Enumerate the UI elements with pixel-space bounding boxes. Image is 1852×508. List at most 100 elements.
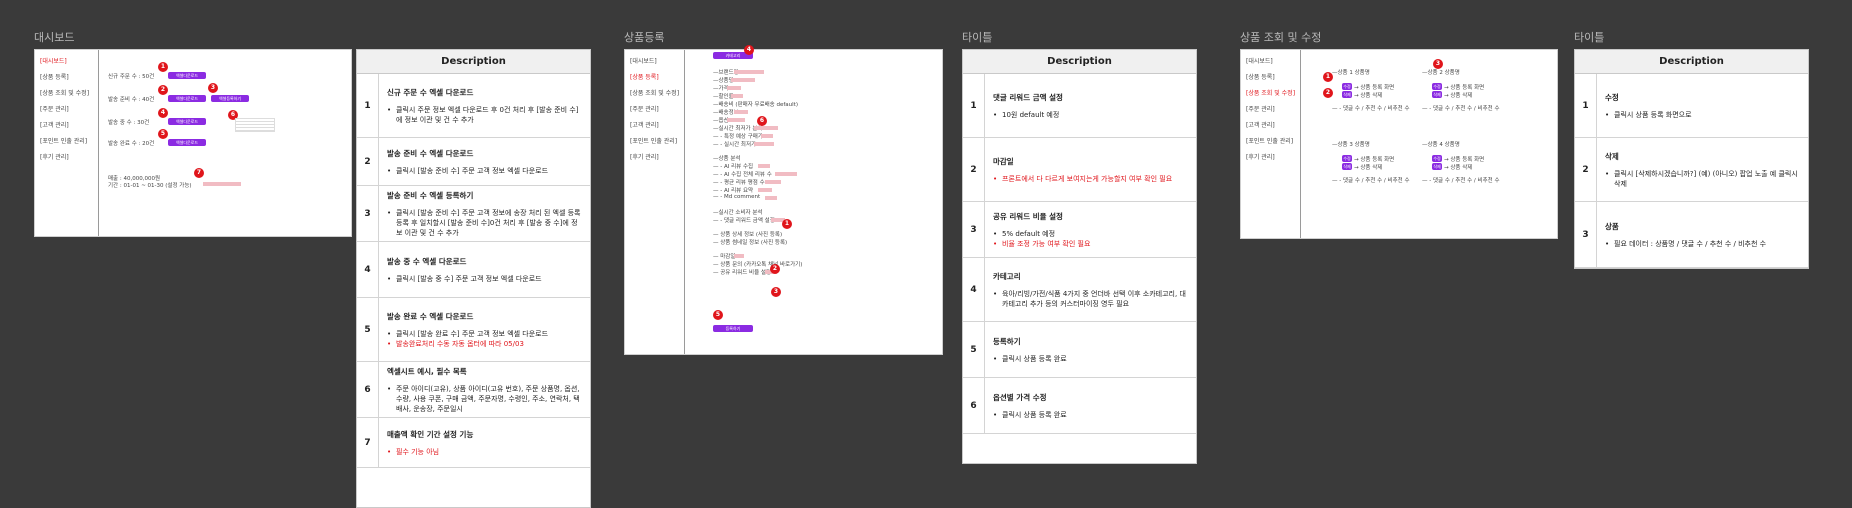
row-bullet: 프론트에서 다 다르게 보여지는게 가능할지 여부 확인 필요	[993, 174, 1188, 184]
excel-sheet-preview	[235, 118, 275, 132]
sidebar-item[interactable]: [대시보드]	[1246, 58, 1273, 65]
product-stats: — - 댓글 수 / 추천 수 / 비추천 수	[1422, 106, 1500, 112]
marker-2: 2	[158, 85, 168, 95]
delete-button[interactable]: 삭제	[1432, 163, 1442, 170]
register-field-input[interactable]	[730, 94, 743, 98]
sidebar-item[interactable]: [고객 관리]	[1246, 122, 1275, 129]
register-field-input[interactable]	[774, 172, 797, 176]
register-field-input[interactable]	[727, 86, 742, 90]
edit-button[interactable]: 수정	[1342, 155, 1352, 162]
sidebar-item[interactable]: [포인트 인출 관리]	[40, 138, 88, 145]
description-header: Description	[357, 50, 590, 74]
marker-1: 1	[158, 62, 168, 72]
edit-button[interactable]: 수정	[1432, 83, 1442, 90]
row-title: 댓글 리워드 금액 설정	[993, 92, 1063, 102]
inq-marker-3: 3	[1433, 59, 1443, 69]
delete-button[interactable]: 삭제	[1432, 91, 1442, 98]
register-field-input[interactable]	[754, 142, 775, 146]
sidebar-item[interactable]: [주문 관리]	[1246, 106, 1275, 113]
product-name[interactable]: —상품 4 상품명	[1422, 142, 1460, 148]
sidebar-item[interactable]: [후기 관리]	[1246, 154, 1275, 161]
delete-link-label: → 상품 삭제	[1354, 93, 1383, 99]
reg-marker-6: 6	[757, 116, 767, 126]
register-field-input[interactable]	[734, 70, 764, 74]
register-field-input[interactable]	[764, 180, 781, 184]
row-title: 발송 준비 수 엑셀 등록하기	[387, 190, 474, 200]
sidebar-item[interactable]: [상품 등록]	[40, 74, 69, 81]
sales-total: 매출 : 40,000,000원	[108, 176, 161, 182]
excel-download-button-2[interactable]: 엑셀다운로드	[168, 95, 206, 102]
row-title: 마감일	[993, 156, 1014, 166]
register-field-input[interactable]	[764, 196, 777, 200]
register-field-input[interactable]	[734, 254, 744, 258]
register-field-input[interactable]	[734, 110, 748, 114]
product-stats: — - 댓글 수 / 추천 수 / 비추천 수	[1422, 178, 1500, 184]
register-field-label: —배송비 (판매자 무료배송 default)	[713, 102, 798, 108]
sidebar-item[interactable]: [고객 관리]	[630, 122, 659, 129]
sidebar-item[interactable]: [주문 관리]	[630, 106, 659, 113]
excel-download-button-5[interactable]: 엑셀다운로드	[168, 139, 206, 146]
sidebar-item[interactable]: [상품 조회 및 수정]	[630, 90, 680, 97]
edit-button[interactable]: 수정	[1432, 155, 1442, 162]
dashboard-screen: [대시보드] [상품 등록] [상품 조회 및 수정] [주문 관리] [고객 관리] […	[34, 49, 352, 237]
row-bullet: 클릭시 [발송 준비 수] 주문 고객 정보 엑셀 다운로드	[387, 166, 582, 176]
row-title: 공유 리워드 비율 설정	[993, 211, 1063, 221]
sidebar-item[interactable]: [상품 조회 및 수정]	[1246, 90, 1296, 97]
register-field-input[interactable]	[771, 218, 786, 222]
row-title: 상품	[1605, 221, 1619, 231]
register-submit-button[interactable]: 등록하기	[713, 325, 753, 332]
register-field-input[interactable]	[761, 134, 774, 138]
register-field-input[interactable]	[730, 78, 755, 82]
register-field-label: —상품명	[713, 78, 734, 84]
reg-marker-3: 3	[771, 287, 781, 297]
row-number: 2	[1575, 138, 1597, 201]
marker-5: 5	[158, 129, 168, 139]
register-field-label: —가격	[713, 86, 729, 92]
delete-link-label: → 상품 삭제	[1444, 165, 1473, 171]
excel-download-button-1[interactable]: 엑셀다운로드	[168, 72, 206, 79]
edit-button[interactable]: 수정	[1342, 83, 1352, 90]
product-name[interactable]: —상품 1 상품명	[1332, 70, 1370, 76]
register-field-label: —상품 분석	[713, 156, 741, 162]
sidebar-item[interactable]: [후기 관리]	[40, 154, 69, 161]
register-desc-frame-title: 타이틀	[962, 31, 993, 44]
register-field-label: —실시간 최저가 분석	[713, 126, 763, 132]
excel-download-button-4[interactable]: 엑셀다운로드	[168, 118, 206, 125]
reg-marker-1: 1	[782, 219, 792, 229]
sidebar-item[interactable]: [포인트 인출 관리]	[630, 138, 678, 145]
row-number: 6	[963, 378, 985, 433]
row-number: 2	[963, 138, 985, 201]
description-header: Description	[963, 50, 1196, 74]
description-row: 5등록하기클릭시 상품 등록 완료	[963, 322, 1196, 378]
sidebar-item[interactable]: [고객 관리]	[40, 122, 69, 129]
sidebar-item[interactable]: [포인트 인출 관리]	[1246, 138, 1294, 145]
sidebar-item[interactable]: [후기 관리]	[630, 154, 659, 161]
delete-button[interactable]: 삭제	[1342, 91, 1352, 98]
delete-link-label: → 상품 삭제	[1444, 93, 1473, 99]
period-setting-bar[interactable]	[203, 182, 241, 186]
register-field-input[interactable]	[757, 188, 772, 192]
inquiry-frame-title: 상품 조회 및 수정	[1240, 31, 1322, 44]
register-field-input[interactable]	[757, 164, 770, 168]
row-title: 엑셀시트 예시, 필수 목록	[387, 366, 467, 376]
register-field-input[interactable]	[754, 126, 779, 130]
register-field-label: — 마감일	[713, 254, 736, 260]
product-name[interactable]: —상품 2 상품명	[1422, 70, 1460, 76]
sidebar-item[interactable]: [상품 조회 및 수정]	[40, 90, 90, 97]
row-number: 3	[357, 186, 379, 241]
register-field-input[interactable]	[727, 118, 746, 122]
delete-button[interactable]: 삭제	[1342, 163, 1352, 170]
register-field-label: — - Md comment	[713, 194, 761, 200]
category-button[interactable]: 카테고리	[713, 52, 753, 59]
row-title: 발송 완료 수 엑셀 다운로드	[387, 311, 474, 321]
product-name[interactable]: —상품 3 상품명	[1332, 142, 1370, 148]
sidebar-item[interactable]: [상품 등록]	[630, 74, 659, 81]
row-bullet: 10원 default 예정	[993, 110, 1188, 120]
stat-completed-orders: 발송 완료 수 : 20건	[108, 141, 155, 147]
sidebar-item[interactable]: [대시보드]	[630, 58, 657, 65]
sidebar-item[interactable]: [대시보드]	[40, 58, 67, 65]
excel-upload-button[interactable]: 엑셀등록하기	[211, 95, 249, 102]
sidebar-item[interactable]: [상품 등록]	[1246, 74, 1275, 81]
sidebar-item[interactable]: [주문 관리]	[40, 106, 69, 113]
